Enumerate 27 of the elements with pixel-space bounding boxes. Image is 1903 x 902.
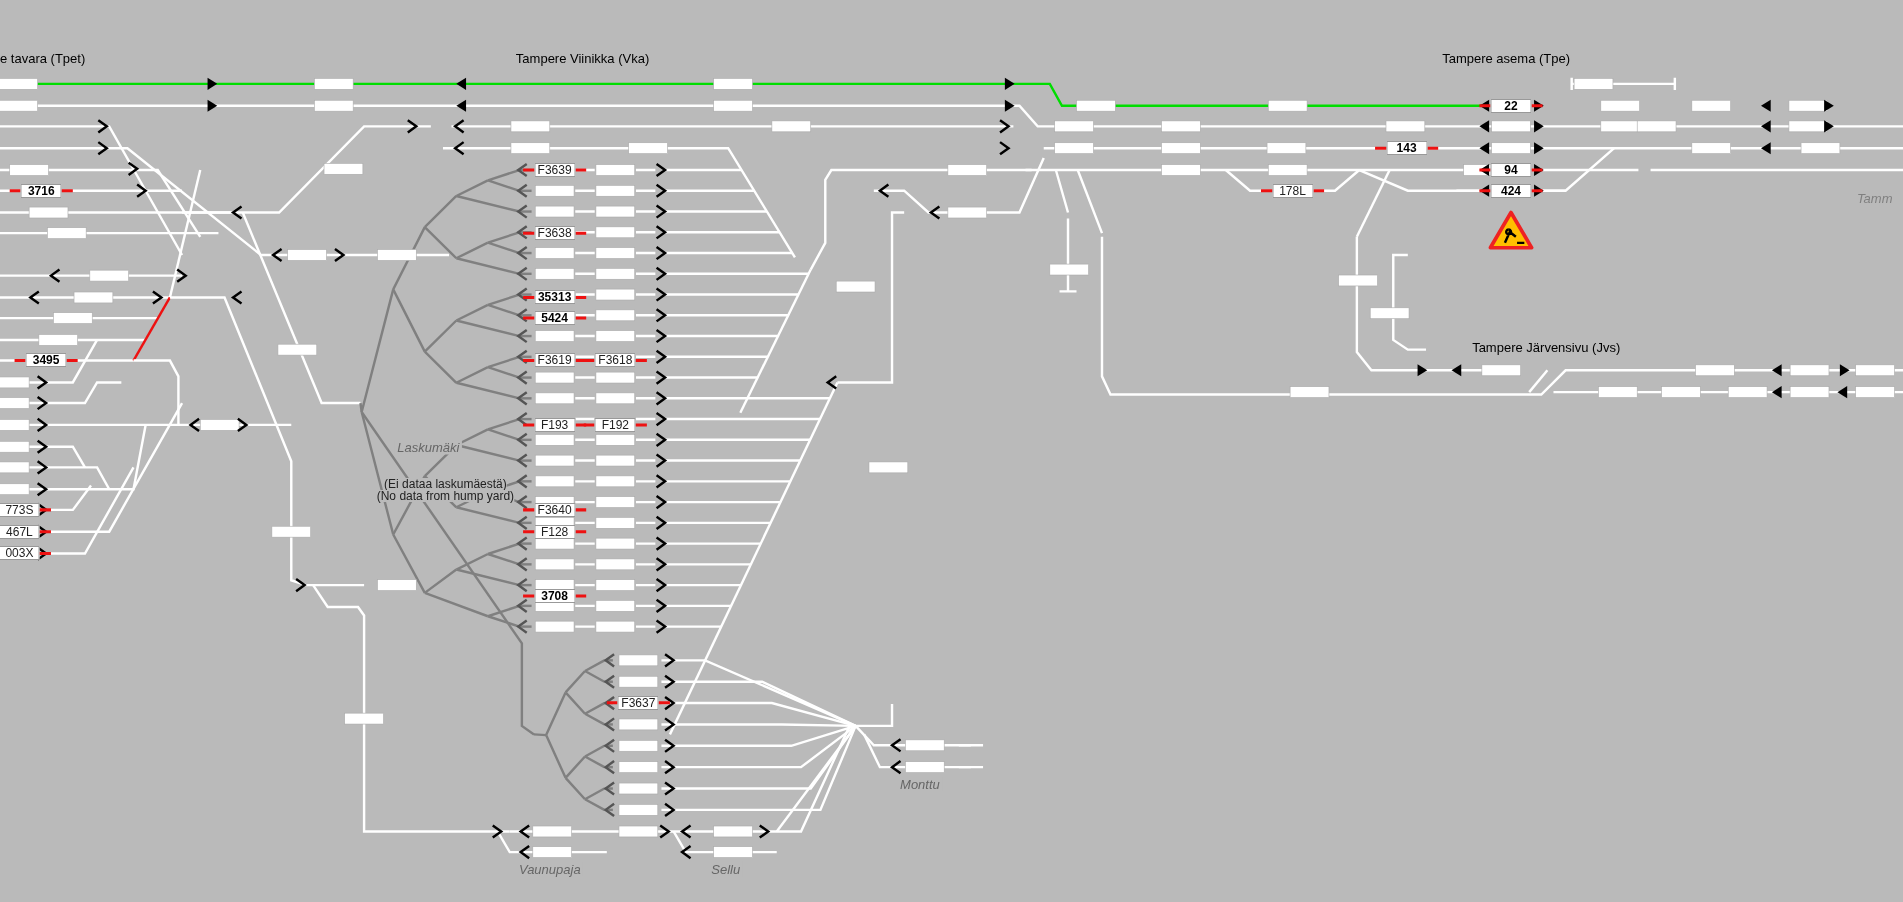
station-name: Tampere Viinikka (Vka): [515, 51, 650, 65]
note-text: (No data from hump yard): [376, 490, 515, 503]
train-number: F3639: [534, 162, 576, 177]
train-number: 5424: [534, 310, 576, 325]
train-number: F3619: [534, 353, 576, 368]
train-number: 3495: [25, 353, 67, 368]
station-name: Tampere asema (Tpe): [1442, 51, 1571, 65]
train-number: 94: [1490, 162, 1532, 177]
train-number: 424: [1490, 183, 1532, 198]
station-name: e tavara (Tpet): [0, 51, 86, 65]
train-number: F3618: [594, 353, 636, 368]
train-number: 35313: [534, 290, 576, 305]
train-number: 3716: [20, 183, 62, 198]
yard-name: Laskumäki: [395, 439, 462, 455]
station-name: Tampere Järvensivu (Jvs): [1472, 340, 1621, 354]
train-number: F193: [534, 417, 576, 432]
train-number: F192: [594, 417, 636, 432]
yard-name: Tamm: [1856, 191, 1893, 205]
train-number: F3638: [534, 226, 576, 240]
train-number: 003X: [0, 546, 40, 561]
train-number: 467L: [0, 524, 40, 539]
train-number: 773S: [0, 502, 40, 517]
note-text: (Ei dataa laskumäestä): [384, 478, 507, 491]
train-number: 143: [1386, 141, 1428, 156]
train-number: 178L: [1272, 183, 1314, 198]
train-number: F3637: [617, 695, 659, 710]
train-number: 22: [1490, 98, 1532, 113]
